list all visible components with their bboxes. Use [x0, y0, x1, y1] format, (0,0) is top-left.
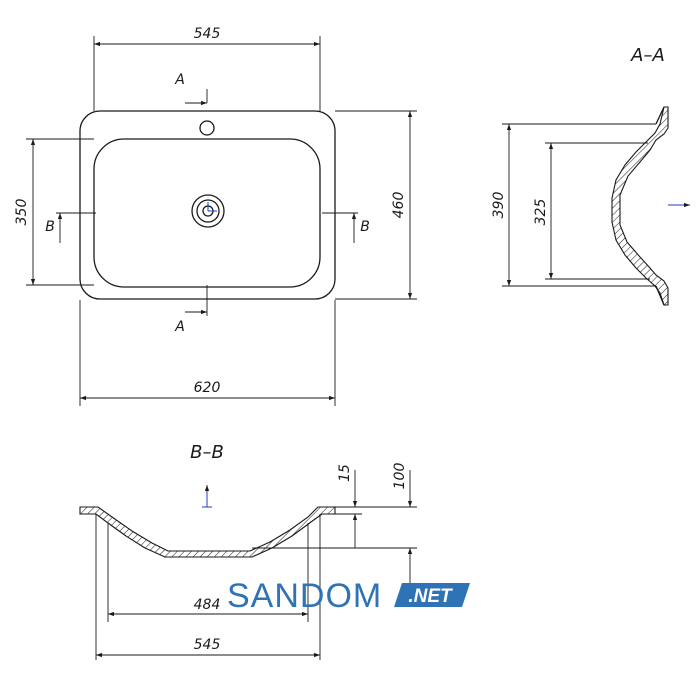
watermark-badge — [394, 583, 470, 607]
section-bb-title: B–B — [190, 442, 224, 463]
top-view — [26, 36, 417, 406]
section-aa-title: A–A — [630, 45, 665, 66]
drain — [191, 194, 225, 228]
dim-390: 390 — [491, 192, 507, 219]
dim-484: 484 — [194, 597, 221, 613]
outer-rim — [79, 110, 336, 300]
dim-15: 15 — [337, 464, 353, 482]
section-a-bottom-label: A — [174, 319, 185, 335]
section-b-left-label: B — [45, 219, 55, 235]
dim-100: 100 — [392, 463, 408, 490]
section-aa-profile — [502, 106, 690, 306]
watermark-suffix: .NET — [408, 586, 453, 607]
section-a-top-label: A — [174, 72, 185, 88]
dim-545-bottom: 545 — [194, 637, 221, 653]
section-b-right-label: B — [360, 219, 370, 235]
watermark-brand: SANDOM — [227, 577, 382, 615]
dim-545-top: 545 — [194, 26, 221, 42]
inner-bowl — [93, 138, 321, 288]
dim-325: 325 — [533, 199, 549, 226]
dim-350: 350 — [14, 199, 30, 226]
tap-hole — [199, 120, 215, 136]
dim-620: 620 — [194, 380, 221, 396]
section-bb-profile — [79, 470, 417, 660]
watermark-logo: SANDOM .NET — [227, 577, 470, 615]
dim-460: 460 — [391, 192, 407, 219]
